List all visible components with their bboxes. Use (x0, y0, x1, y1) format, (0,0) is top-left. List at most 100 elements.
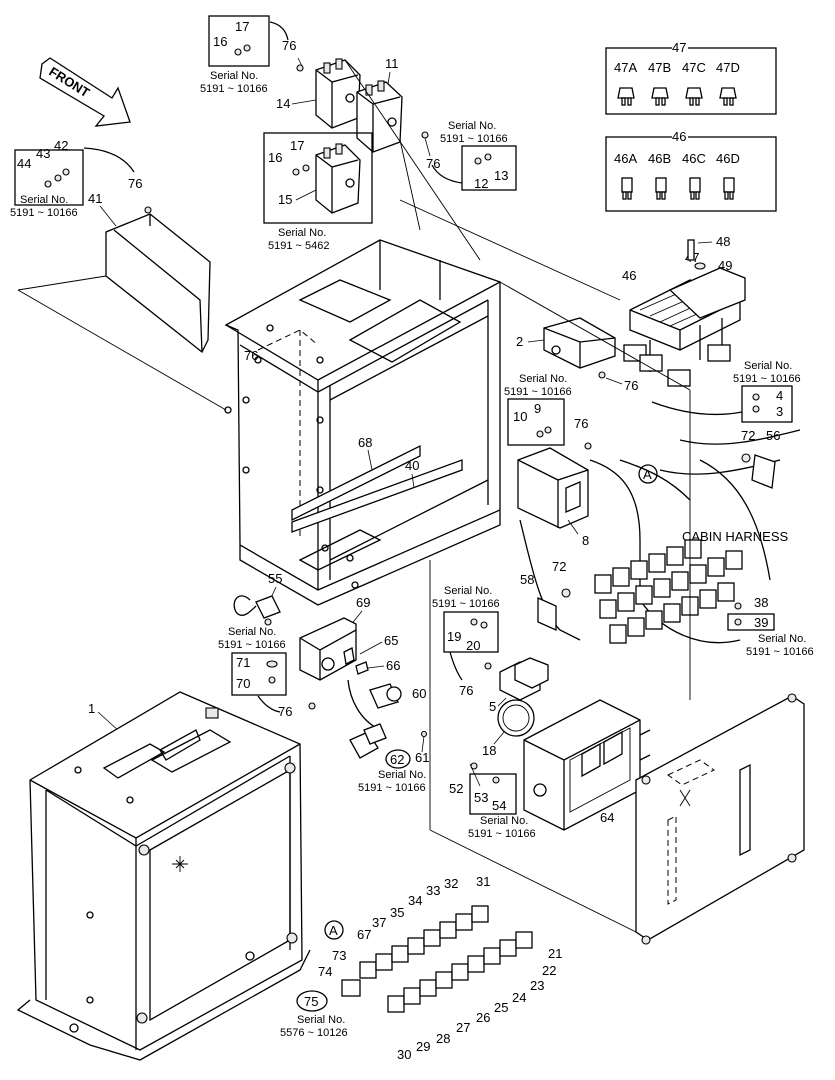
serial-range: 5191 ~ 10166 (10, 207, 78, 219)
callout-26: 26 (476, 1010, 490, 1025)
callout-55: 55 (268, 571, 282, 586)
fuse-46a-label: 46A (614, 151, 637, 166)
callout-41: 41 (88, 191, 102, 206)
callout-2: 2 (516, 334, 523, 349)
serial-range: 5191 ~ 10166 (200, 83, 268, 95)
callout-76: 76 (426, 156, 440, 171)
callout-32: 32 (444, 876, 458, 891)
fuse-46d-label: 46D (716, 151, 740, 166)
callout-4: 4 (776, 388, 783, 403)
serial-group-12-13: Serial No. 5191 ~ 10166 12 13 76 (421, 120, 517, 191)
callout-66: 66 (386, 658, 400, 673)
callout-72: 72 (552, 559, 566, 574)
serial-group-3-4: Serial No. 5191 ~ 10166 4 3 (651, 360, 801, 423)
fuse-47b-label: 47B (648, 60, 671, 75)
serial-label: Serial No. (210, 70, 258, 82)
callout-76: 76 (282, 38, 296, 53)
fuse-box-assembly: 46 47 48 49 (399, 199, 746, 387)
callout-64: 64 (600, 810, 614, 825)
serial-range: 5191 ~ 10166 (440, 133, 508, 145)
callout-52: 52 (449, 781, 463, 796)
fuse-47c-label: 47C (682, 60, 706, 75)
callout-76: 76 (244, 348, 258, 363)
callout-38: 38 (754, 595, 768, 610)
callout-1: 1 (88, 701, 95, 716)
serial-label: Serial No. (278, 227, 326, 239)
serial-range: 5191 ~ 5462 (268, 240, 329, 252)
serial-label: Serial No. (519, 373, 567, 385)
callout-18: 18 (482, 743, 496, 758)
serial-box-16-17 (208, 15, 270, 67)
callout-39: 39 (754, 615, 768, 630)
callout-65: 65 (384, 633, 398, 648)
callout-17: 17 (290, 138, 304, 153)
part-8-group: Serial No. 5191 ~ 10166 9 10 76 8 (504, 373, 592, 548)
callout-22: 22 (542, 963, 556, 978)
controller-64: 64 52 53 54 Serial No. 5191 ~ 10166 (449, 699, 651, 840)
fuse-46c-label: 46C (682, 151, 706, 166)
callout-44: 44 (17, 156, 31, 171)
callout-10: 10 (513, 409, 527, 424)
callout-46: 46 (622, 268, 636, 283)
callout-76: 76 (624, 378, 638, 393)
callout-20: 20 (466, 638, 480, 653)
part-2-group: 2 76 (516, 317, 638, 393)
callout-a: A (329, 923, 338, 938)
serial-range: 5191 ~ 10166 (358, 782, 426, 794)
right-panel (429, 281, 805, 945)
callout-76: 76 (574, 416, 588, 431)
callout-40: 40 (405, 458, 419, 473)
callout-76: 76 (278, 704, 292, 719)
callout-35: 35 (390, 905, 404, 920)
serial-range: 5191 ~ 10166 (746, 646, 814, 658)
fuse-47a-label: 47A (614, 60, 637, 75)
callout-17: 17 (235, 19, 249, 34)
callout-72: 72 (741, 428, 755, 443)
callout-28: 28 (436, 1031, 450, 1046)
serial-range: 5576 ~ 10126 (280, 1027, 348, 1039)
callout-69: 69 (356, 595, 370, 610)
callout-12: 12 (474, 176, 488, 191)
bracket-group: 69 65 66 60 61 62 Serial No. 5191 ~ 1016… (299, 595, 429, 794)
fuse-group-label: 46 (672, 129, 686, 144)
cabin-harness: A 72 56 CABIN HARNESS 72 58 38 39 Serial… (519, 428, 814, 658)
callout-33: 33 (426, 883, 440, 898)
callout-73: 73 (332, 948, 346, 963)
callout-24: 24 (512, 990, 526, 1005)
callout-a: A (643, 467, 652, 482)
fuse-group-label: 47 (672, 40, 686, 55)
fuse-46b-label: 46B (648, 151, 671, 166)
serial-range: 5191 ~ 10166 (504, 386, 572, 398)
callout-75: 75 (304, 994, 318, 1009)
callout-67: 67 (357, 927, 371, 942)
fuse-group-46: 46 46A 46B 46C 46D (605, 129, 777, 212)
serial-range: 5191 ~ 10166 (218, 639, 286, 651)
serial-label: Serial No. (228, 626, 276, 638)
callout-48: 48 (716, 234, 730, 249)
callout-23: 23 (530, 978, 544, 993)
relay-15-group: 16 17 15 Serial No. 5191 ~ 5462 (263, 132, 373, 252)
front-arrow: FRONT (39, 57, 131, 127)
callout-37: 37 (372, 915, 386, 930)
relay-group-top: 16 17 Serial No. 5191 ~ 10166 76 14 11 (200, 15, 481, 261)
callout-74: 74 (318, 964, 332, 979)
timer-group: Serial No. 5191 ~ 10166 19 20 76 5 18 (432, 585, 549, 758)
switch-group: 55 Serial No. 5191 ~ 10166 71 70 76 (218, 571, 316, 719)
callout-54: 54 (492, 798, 506, 813)
callout-68: 68 (358, 435, 372, 450)
serial-label: Serial No. (744, 360, 792, 372)
serial-range: 5191 ~ 10166 (468, 828, 536, 840)
callout-70: 70 (236, 676, 250, 691)
serial-label: Serial No. (297, 1014, 345, 1026)
callout-3: 3 (776, 404, 783, 419)
callout-30: 30 (397, 1047, 411, 1062)
serial-label: Serial No. (20, 194, 68, 206)
serial-label: Serial No. (378, 769, 426, 781)
serial-range: 5191 ~ 10166 (733, 373, 801, 385)
callout-71: 71 (236, 655, 250, 670)
cabin-harness-label: CABIN HARNESS (682, 529, 789, 544)
callout-76: 76 (459, 683, 473, 698)
main-housing-1: 1 (16, 691, 311, 1061)
callout-8: 8 (582, 533, 589, 548)
